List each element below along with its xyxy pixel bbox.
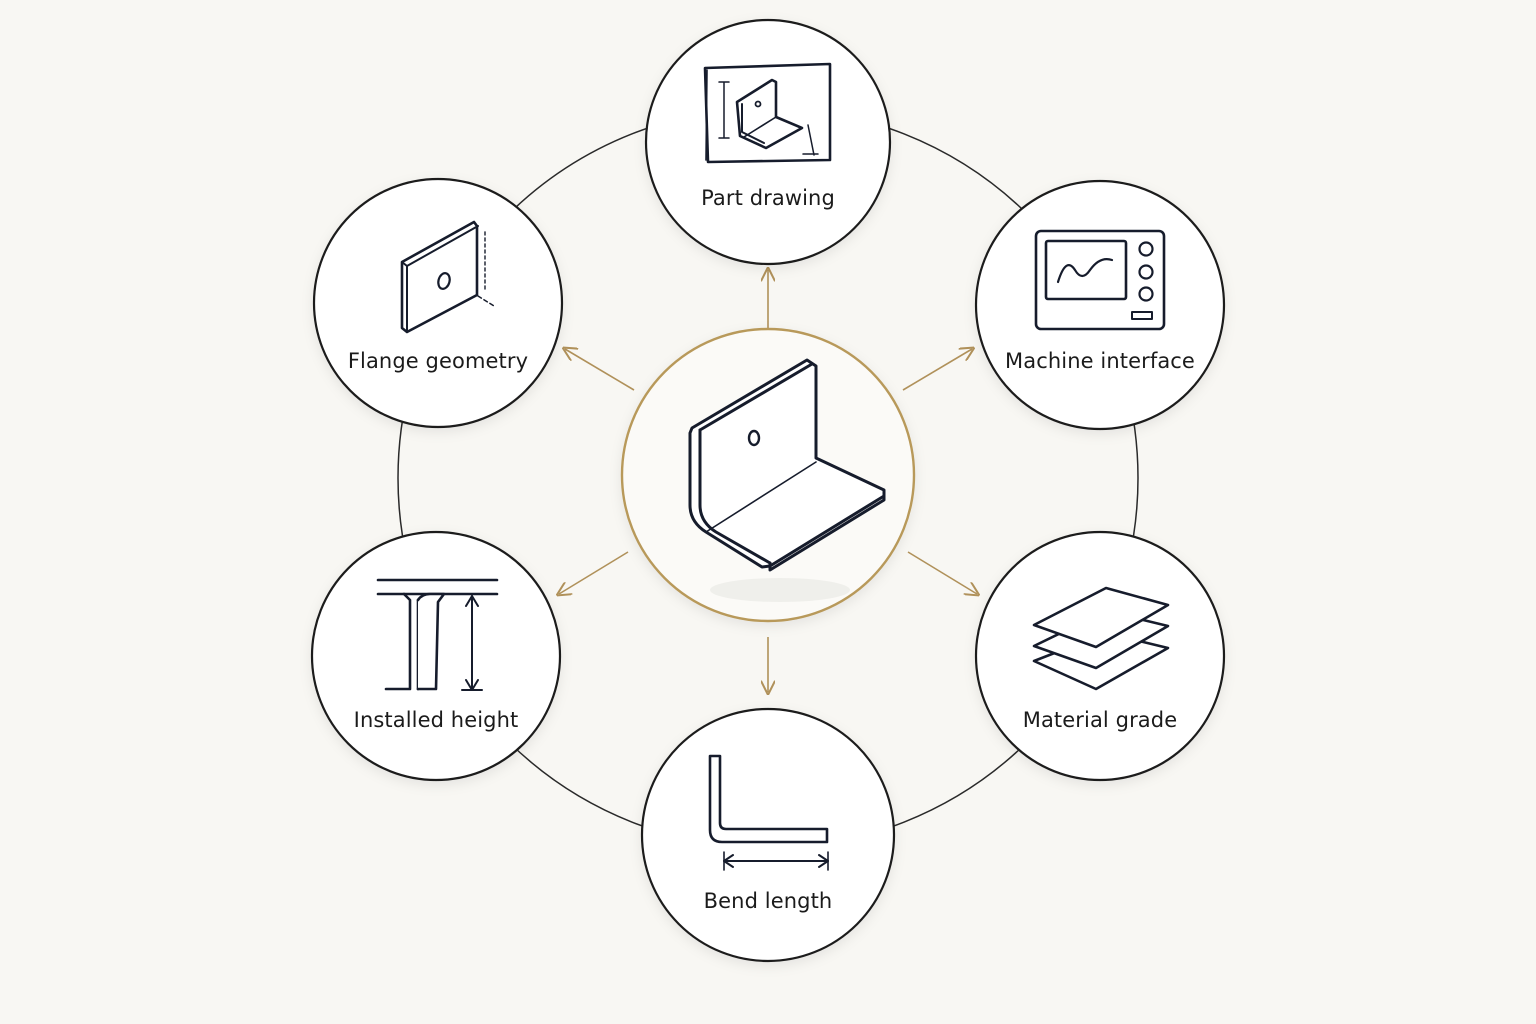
label-flange-geometry: Flange geometry bbox=[347, 349, 529, 373]
installed-height-icon bbox=[376, 578, 499, 691]
arrow-to-flange-geometry bbox=[565, 349, 635, 391]
bend-length-icon bbox=[708, 754, 829, 871]
node-part-drawing[interactable] bbox=[646, 20, 890, 264]
material-grade-icon bbox=[1032, 586, 1170, 691]
node-bend-length[interactable] bbox=[642, 709, 894, 961]
arrow-to-installed-height bbox=[559, 551, 629, 594]
node-circle-machine-interface bbox=[974, 179, 1226, 431]
part-drawing-icon bbox=[703, 62, 832, 164]
arrow-to-material-grade bbox=[907, 551, 977, 594]
flange-geometry-icon bbox=[400, 220, 495, 334]
node-flange-geometry[interactable] bbox=[314, 179, 562, 427]
label-machine-interface: Machine interface bbox=[1005, 349, 1195, 373]
l-bracket-icon bbox=[688, 358, 886, 602]
label-installed-height: Installed height bbox=[353, 708, 519, 732]
arrows bbox=[559, 270, 977, 692]
center-node-target[interactable] bbox=[622, 329, 914, 621]
node-material-grade[interactable] bbox=[976, 532, 1224, 780]
label-material-grade: Material grade bbox=[1022, 708, 1178, 732]
label-bend-length: Bend length bbox=[703, 889, 833, 913]
machine-interface-icon bbox=[1034, 229, 1166, 331]
node-installed-height[interactable] bbox=[312, 532, 560, 780]
center-node bbox=[620, 327, 916, 623]
label-part-drawing: Part drawing bbox=[701, 186, 835, 210]
node-machine-interface[interactable] bbox=[976, 181, 1224, 429]
arrow-to-machine-interface bbox=[902, 349, 972, 391]
